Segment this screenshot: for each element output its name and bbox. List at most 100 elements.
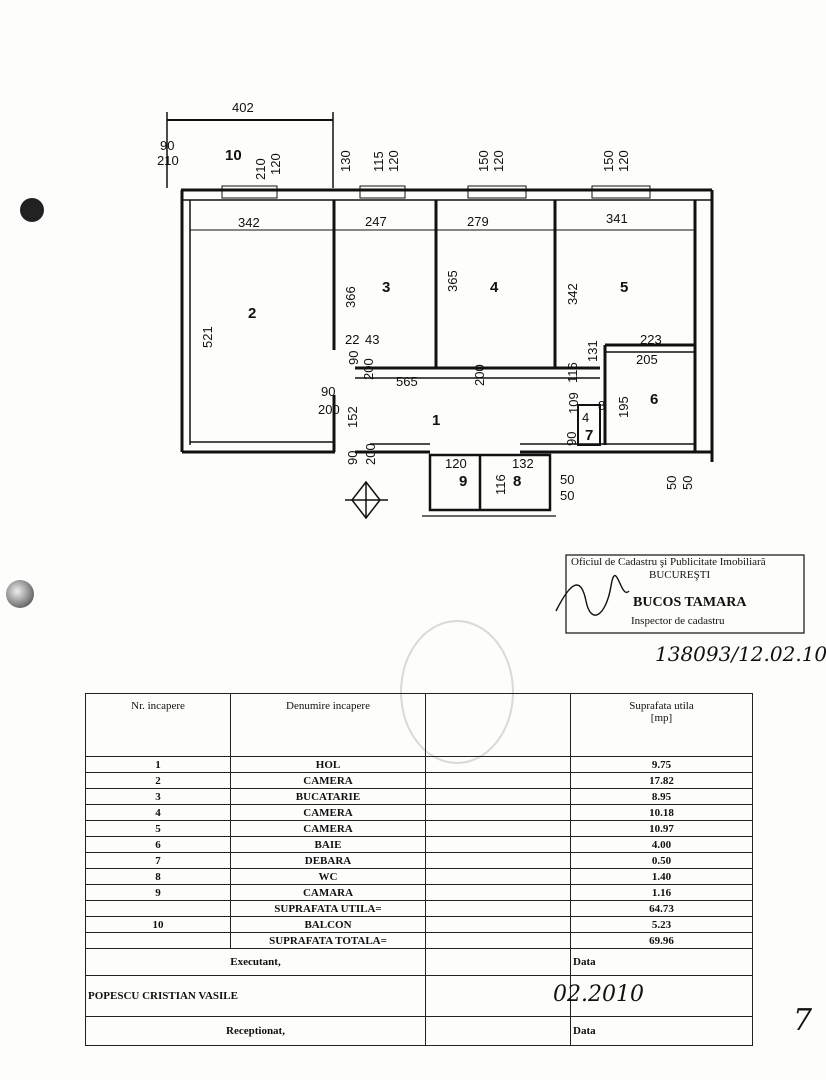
header-spacer [425, 693, 571, 757]
receptionat-label: Receptionat, [85, 1016, 426, 1046]
spacer [425, 948, 571, 976]
executant-date-label: Data [570, 948, 753, 976]
header-area-unit: [mp] [650, 712, 673, 724]
executant-name-row: POPESCU CRISTIAN VASILE [85, 975, 753, 1017]
dim-131: 131 [585, 340, 600, 362]
row-area: 5.23 [570, 916, 753, 933]
punch-hole-mark [20, 198, 44, 222]
row-name: CAMERA [230, 772, 426, 789]
dim-room4-height: 365 [445, 270, 460, 292]
dim-room4-width: 279 [467, 214, 489, 229]
spacer [570, 975, 753, 1017]
dim-balcony-120: 120 [268, 153, 283, 175]
dim-room6-width: 223 [640, 332, 662, 347]
row-spacer [425, 852, 571, 869]
room-number-7: 7 [585, 427, 593, 444]
dim-200-d: 200 [363, 443, 378, 465]
dim-left-90: 90 [160, 138, 174, 153]
executant-row: Executant, Data [85, 948, 753, 976]
dim-w3-120: 120 [386, 150, 401, 172]
row-spacer [425, 884, 571, 901]
dim-200-c: 200 [318, 402, 340, 417]
row-area: 8.95 [570, 788, 753, 805]
row-spacer [425, 916, 571, 933]
dim-room5-width: 341 [606, 211, 628, 226]
row-spacer [425, 820, 571, 837]
row-nr: 6 [85, 836, 231, 853]
dim-8: 8 [598, 398, 605, 413]
row-nr [85, 932, 231, 949]
dim-132: 132 [512, 456, 534, 471]
row-nr [85, 900, 231, 917]
row-name: CAMERA [230, 820, 426, 837]
dim-120: 120 [445, 456, 467, 471]
row-spacer [425, 756, 571, 773]
dim-wall-130: 130 [338, 150, 353, 172]
header-name: Denumire incapere [230, 693, 426, 757]
dim-room6-inner: 205 [636, 352, 658, 367]
dim-565: 565 [396, 374, 418, 389]
dim-116-b: 116 [493, 474, 508, 495]
dim-w4-150: 150 [476, 150, 491, 172]
header-area-label: Suprafata utila [629, 700, 694, 712]
dim-200-b: 200 [472, 364, 487, 386]
room-number-4: 4 [490, 279, 499, 296]
dim-left-210: 210 [157, 153, 179, 168]
row-area: 9.75 [570, 756, 753, 773]
row-area: 0.50 [570, 852, 753, 869]
row-name: BALCON [230, 916, 426, 933]
row-spacer [425, 836, 571, 853]
dim-w3-115: 115 [371, 151, 386, 172]
row-area: 10.18 [570, 804, 753, 821]
executant-date: 02.2010 [553, 982, 644, 1007]
stamp-city: BUCUREŞTI [649, 569, 711, 581]
row-spacer [425, 772, 571, 789]
row-spacer [425, 932, 571, 949]
row-name: HOL [230, 756, 426, 773]
spacer [425, 975, 571, 1017]
row-spacer [425, 804, 571, 821]
room-number-8: 8 [513, 473, 521, 490]
apartment-walls [180, 188, 714, 517]
dim-152: 152 [345, 406, 360, 428]
dim-50-c: 50 [664, 476, 679, 490]
signature-scribble [555, 575, 630, 616]
dim-116: 116 [565, 362, 580, 383]
row-name: SUPRAFATA TOTALA= [230, 932, 426, 949]
stamp-office: Oficiul de Cadastru şi Publicitate Imobi… [571, 556, 766, 568]
room-number-2: 2 [248, 305, 256, 322]
dim-90-d: 90 [564, 432, 579, 446]
room-number-9: 9 [459, 473, 467, 490]
receptionat-date-label: Data [570, 1016, 753, 1046]
page-number: 7 [793, 1003, 813, 1038]
dim-200-a: 200 [361, 358, 376, 380]
row-name: DEBARA [230, 852, 426, 869]
header-area: Suprafata utila [mp] [570, 693, 753, 757]
row-area: 69.96 [570, 932, 753, 949]
row-nr: 1 [85, 756, 231, 773]
header-nr: Nr. incapere [85, 693, 231, 757]
dim-90-b: 90 [321, 384, 335, 399]
dim-w5-120: 120 [616, 150, 631, 172]
dim-50-b: 50 [560, 488, 574, 503]
row-spacer [425, 788, 571, 805]
dim-w5-150: 150 [601, 150, 616, 172]
dim-room2-width: 342 [238, 215, 260, 230]
room-areas-table: Nr. incapere Denumire incapere Suprafata… [85, 693, 753, 1046]
row-name: CAMERA [230, 804, 426, 821]
dim-90-a: 90 [346, 351, 361, 365]
row-area: 64.73 [570, 900, 753, 917]
dim-90-c: 90 [345, 451, 360, 465]
row-nr: 8 [85, 868, 231, 885]
row-name: CAMARA [230, 884, 426, 901]
room-number-5: 5 [620, 279, 628, 296]
row-area: 4.00 [570, 836, 753, 853]
